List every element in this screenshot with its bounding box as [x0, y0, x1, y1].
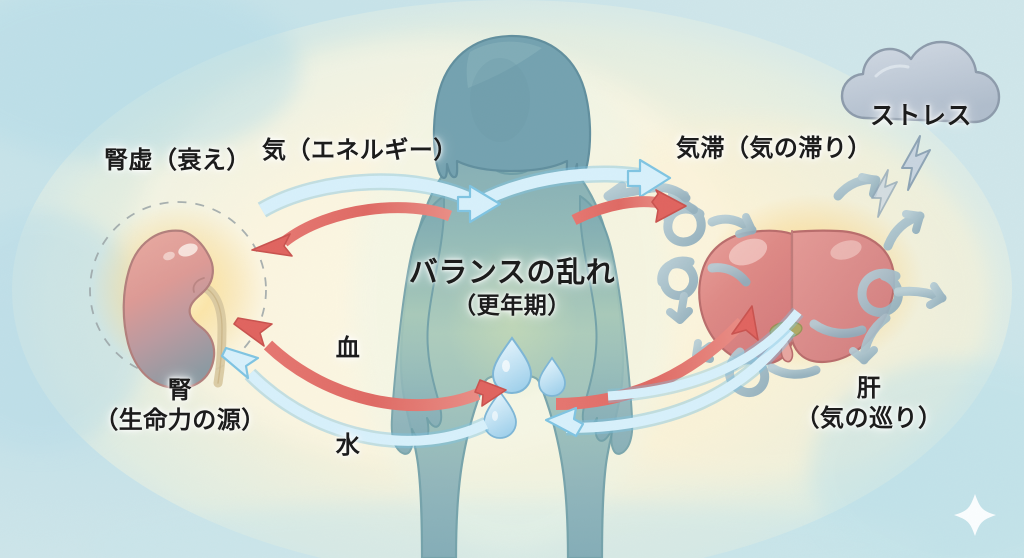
- label-kidney-deficiency: 腎虚（衰え）: [104, 147, 251, 174]
- label-blood: 血: [335, 335, 361, 362]
- label-kidney-block: 腎 （生命力の源）: [94, 377, 265, 436]
- label-liver-name: 肝: [856, 375, 882, 402]
- label-qi-energy: 気（エネルギー）: [262, 137, 458, 164]
- label-water: 水: [335, 432, 361, 459]
- center-title: バランスの乱れ: [408, 257, 616, 289]
- label-kidney-desc: （生命力の源）: [94, 407, 266, 435]
- label-kidney-name: 腎: [167, 377, 193, 404]
- label-stress: ストレス: [869, 102, 973, 130]
- center-subtitle: （更年期）: [453, 292, 571, 319]
- center-title-block: バランスの乱れ （更年期）: [409, 256, 615, 319]
- label-liver-block: 肝 （気の巡り）: [796, 375, 943, 434]
- label-qi-stagnation: 気滞（気の滞り）: [676, 135, 872, 162]
- label-liver-desc: （気の巡り）: [795, 405, 943, 433]
